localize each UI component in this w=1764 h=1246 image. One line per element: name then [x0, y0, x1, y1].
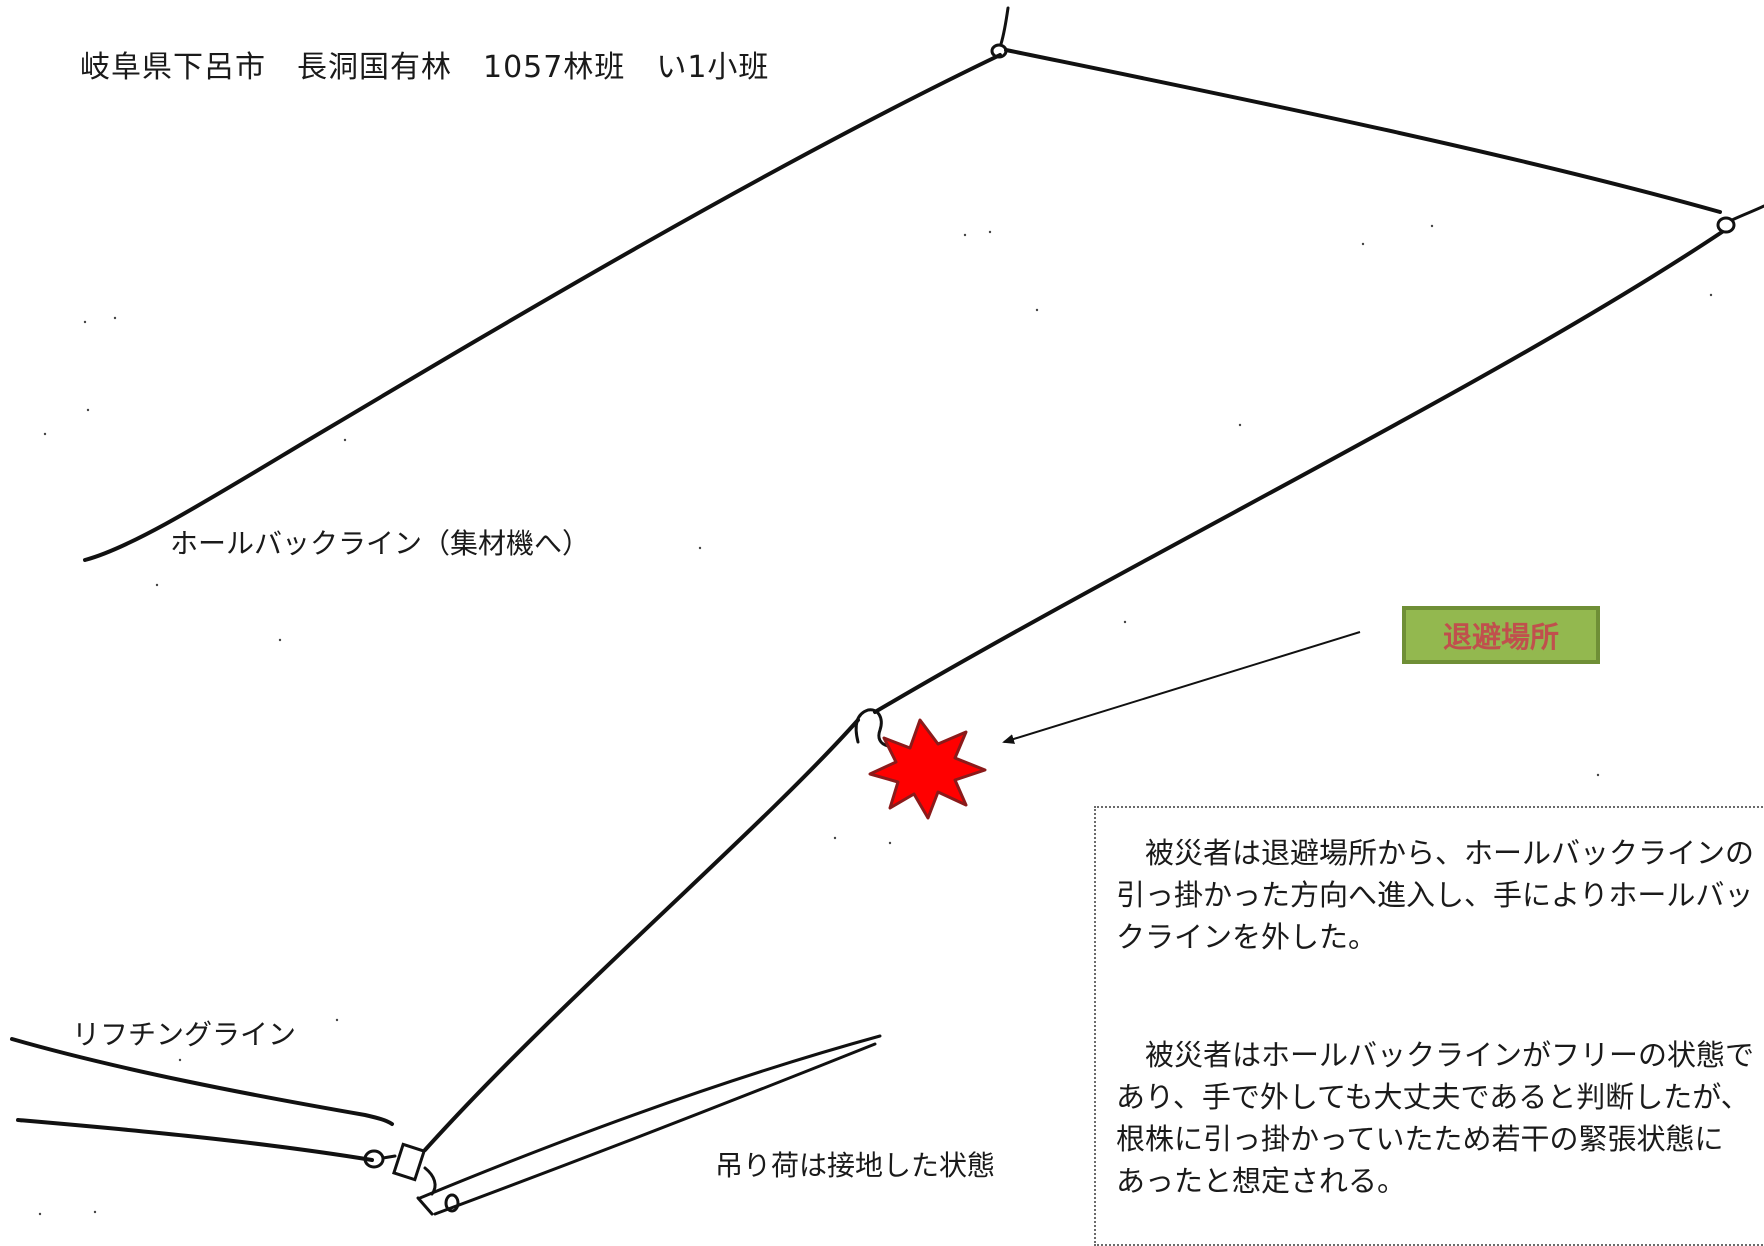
- log-bottom-edge: [433, 1042, 877, 1216]
- refuge-arrow: [1002, 631, 1361, 744]
- right-block-icon: [1716, 216, 1736, 234]
- snag-hook-icon: [854, 708, 890, 748]
- location-title: 岐阜県下呂市 長洞国有林 1057林班 い1小班: [80, 50, 770, 85]
- carriage-hook: [423, 1166, 437, 1196]
- holdback-line-lower-segment: [423, 718, 860, 1152]
- holdback-line-right-segment: [873, 230, 1724, 714]
- carriage-icon: [392, 1142, 426, 1182]
- carriage-link: [381, 1154, 397, 1160]
- lifting-line-label: リフチングライン: [72, 1018, 297, 1051]
- refuge-location-box: 退避場所: [1402, 606, 1600, 664]
- note-paragraph-2: 被災者はホールバックラインがフリーの状態で あり、手で外しても大丈夫であると判断…: [1116, 1038, 1755, 1198]
- top-block-stem: [999, 6, 1010, 46]
- load-status-label: 吊り荷は接地した状態: [715, 1149, 996, 1182]
- holdback-line-label: ホールバックライン（集材機へ）: [170, 527, 591, 560]
- right-block-stem: [1730, 204, 1764, 222]
- log-choker-icon: [444, 1193, 460, 1213]
- holdback-line-top-segment: [1004, 48, 1722, 214]
- note-paragraph-1: 被災者は退避場所から、ホールバックラインの 引っ掛かった方向へ進入し、手によりホ…: [1116, 836, 1755, 954]
- refuge-location-label: 退避場所: [1442, 620, 1559, 654]
- lifting-line-upper-strand: [10, 1037, 394, 1126]
- lifting-line-lower-strand: [16, 1118, 374, 1162]
- holdback-line-left-segment: [83, 53, 1002, 562]
- scan-speckles: [38, 224, 1718, 1216]
- explanation-note-box: 被災者は退避場所から、ホールバックラインの 引っ掛かった方向へ進入し、手によりホ…: [1094, 806, 1764, 1246]
- log-top-edge: [418, 1034, 882, 1200]
- impact-burst-icon: [868, 718, 987, 820]
- log-end-cap: [416, 1196, 434, 1216]
